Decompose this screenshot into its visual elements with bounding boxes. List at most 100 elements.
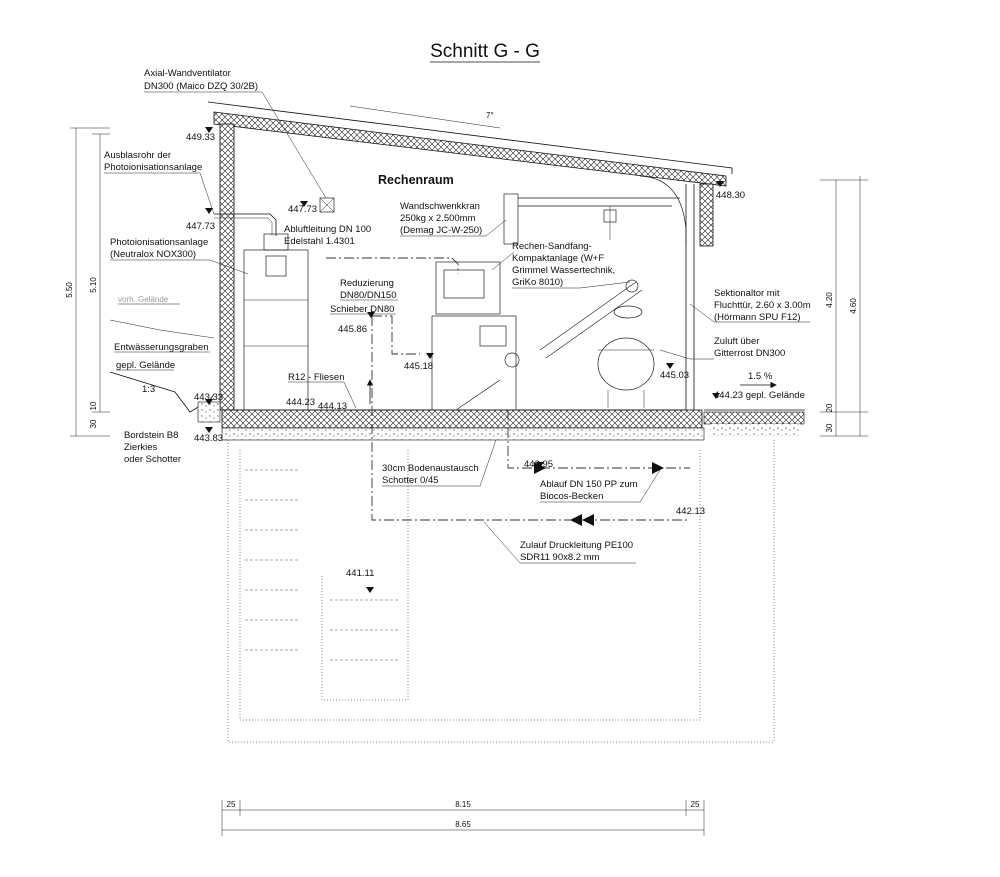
reducer-label-2: DN80/DN150 [340, 290, 397, 301]
crane-label-1: Wandschwenkkran [400, 201, 480, 212]
ground-right-label: 444.23 gepl. Gelände [714, 390, 805, 401]
drawing-title: Schnitt G - G [430, 41, 540, 62]
fan-label-1: Axial-Wandventilator [144, 68, 231, 79]
axial-fan-icon [319, 197, 335, 213]
level-pipe-top-left: 447.73 [186, 221, 215, 232]
roof-slope-line [349, 105, 501, 129]
level-444-23: 444.23 [286, 397, 315, 408]
dim-bottom-wall-left: 25 [227, 800, 236, 809]
excavation-outline-outer [227, 440, 775, 743]
inflow-label-1: Zulauf Druckleitung PE100 [520, 540, 633, 551]
existing-ground-label: vorh. Gelände [118, 295, 169, 304]
inflow-leader [483, 521, 636, 564]
gradient-label: 1.5 % [748, 371, 773, 382]
inflow-label-2: SDR11 90x8.2 mm [520, 552, 600, 563]
pio-label-2: (Neutralox NOX300) [110, 249, 196, 260]
valve-label: Schieber DN80 [330, 304, 394, 315]
subsoil-hatching [245, 469, 400, 661]
left-wall [219, 123, 235, 411]
fan-label-2: DN300 (Maico DZQ 30/2B) [144, 81, 258, 92]
dim-left-30: 30 [89, 419, 98, 428]
crane-leader [400, 219, 507, 237]
door-label-3: (Hörmann SPU F12) [714, 312, 801, 323]
dim-right-30: 30 [825, 423, 834, 432]
drain-label-1: Ablauf DN 150 PP zum [540, 479, 638, 490]
room-label: Rechenraum [378, 173, 454, 187]
level-442-13: 442.13 [676, 506, 705, 517]
exhaust-pipe [214, 213, 277, 236]
roof-pitch-label: 7° [486, 111, 494, 120]
level-444-13: 444.13 [318, 401, 347, 412]
right-wall-upper [699, 183, 714, 247]
dim-right-20: 20 [825, 403, 834, 412]
screen-label-1: Rechen-Sandfang- [512, 241, 592, 252]
screen-grit-plant [431, 261, 643, 411]
intake-label-1: Zuluft über [714, 336, 759, 347]
soil-label-2: Schotter 0/45 [382, 475, 439, 486]
floor-slab [221, 409, 703, 429]
tiles-leader [288, 381, 357, 409]
intake-label-2: Gitterrost DN300 [714, 348, 785, 359]
dim-bottom-inner: 8.15 [455, 800, 471, 809]
outdoor-subbase [710, 424, 800, 436]
exhaust-line-dn100 [326, 257, 459, 274]
screen-leader [512, 281, 631, 289]
drain-line-dn150 [507, 410, 690, 469]
door-label-2: Fluchttür, 2.60 x 3.00m [714, 300, 811, 311]
exhaust-pipe-leader [104, 172, 215, 215]
door-leader [689, 303, 810, 323]
reducer-valve-line [372, 315, 420, 355]
reducer-label-1: Reduzierung [340, 278, 394, 289]
exhaust-line-label-2: Edelstahl 1.4301 [284, 236, 355, 247]
excavation-outline-inner [239, 450, 701, 721]
crane-label-2: 250kg x 2.500mm [400, 213, 476, 224]
level-445-86: 445.86 [338, 324, 367, 335]
tiles-label: R12 - Fliesen [288, 372, 345, 383]
crane-label-3: (Demag JC-W-250) [400, 225, 482, 236]
dim-left-10: 10 [89, 401, 98, 410]
level-445-03: 445.03 [660, 370, 689, 381]
planned-ground-line [109, 371, 215, 413]
inflow-arrow-2 [582, 514, 594, 526]
exhaust-line-label-1: Abluftleitung DN 100 [284, 224, 371, 235]
level-markers [205, 127, 724, 593]
intake-leader [659, 349, 714, 360]
drain-ditch-label: Entwässerungsgraben [114, 342, 209, 353]
left-dimension-chain [70, 127, 110, 437]
level-fan: 447.73 [288, 204, 317, 215]
level-roof-left: 449.33 [186, 132, 215, 143]
bottom-dimension-chain [221, 800, 705, 836]
curb-label-2: Zierkies [124, 442, 158, 453]
level-445-18: 445.18 [404, 361, 433, 372]
drain-arrow-2 [652, 462, 664, 474]
right-dimension-chain [820, 176, 868, 437]
drain-label-2: Biocos-Becken [540, 491, 603, 502]
soil-exchange-layer [221, 427, 705, 441]
pio-label-1: Photoionisationsanlage [110, 237, 208, 248]
level-442-95: 442.95 [524, 459, 553, 470]
level-443-83: 443.83 [194, 433, 223, 444]
exhaust-pipe-label-1: Ausblasrohr der [104, 150, 171, 161]
wall-slewing-crane [503, 175, 687, 246]
curb-label-1: Bordstein B8 [124, 430, 178, 441]
dim-right-outer: 4.60 [849, 298, 858, 314]
soil-label-1: 30cm Bodenaustausch [382, 463, 479, 474]
roof-slab [213, 111, 727, 187]
level-441-11: 441.11 [346, 568, 374, 579]
drain-leader [540, 469, 661, 503]
screen-label-2: Kompaktanlage (W+F [512, 253, 604, 264]
dim-left-outer: 5.50 [65, 282, 74, 298]
planned-ground-label: gepl. Gelände [116, 360, 175, 371]
dim-right-inner: 4.20 [825, 292, 834, 308]
screen-label-4: GriKo 8010) [512, 277, 563, 288]
fan-leader [144, 91, 327, 199]
screen-label-3: Grimmel Wassertechnik, [512, 265, 615, 276]
pio-leader [110, 259, 249, 275]
collection-container [597, 337, 655, 408]
dim-bottom-total: 8.65 [455, 820, 471, 829]
door-label-1: Sektionaltor mit [714, 288, 780, 299]
roof-edge [207, 101, 733, 174]
existing-ground-line [109, 319, 215, 339]
dim-bottom-wall-right: 25 [691, 800, 700, 809]
